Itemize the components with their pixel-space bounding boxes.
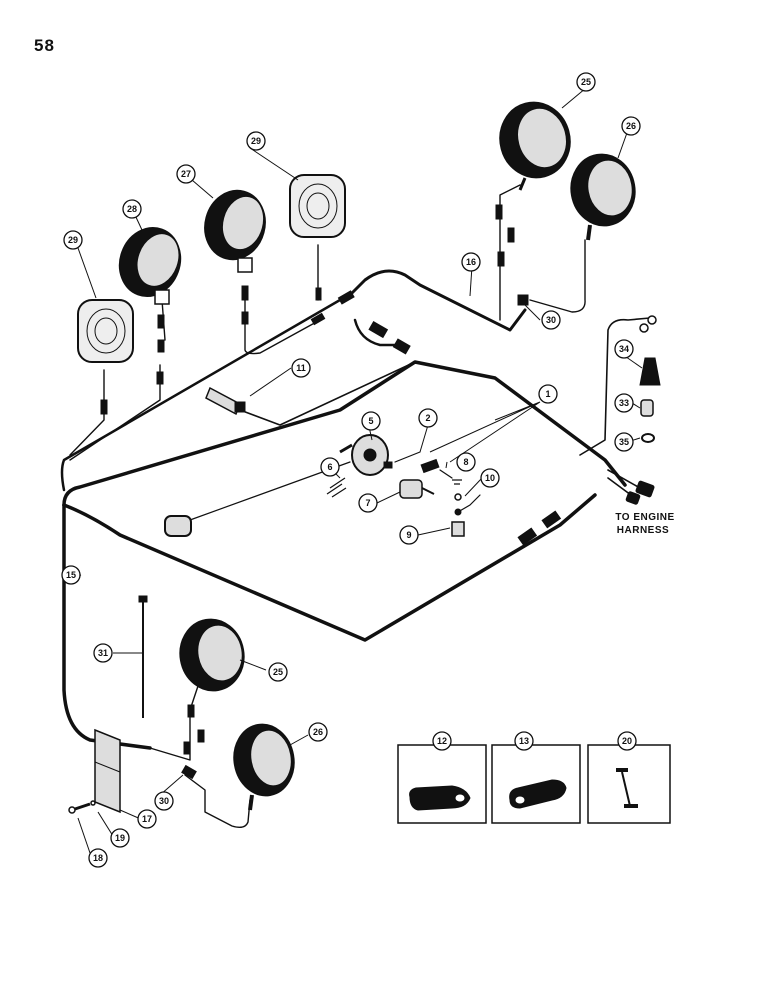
callout-number: 29 bbox=[68, 235, 78, 245]
callout-number: 34 bbox=[619, 344, 629, 354]
callout-30: 30 bbox=[541, 310, 561, 330]
lamp-rear-26 bbox=[570, 153, 636, 241]
callout-number: 13 bbox=[519, 736, 529, 746]
callout-17: 17 bbox=[137, 809, 157, 829]
callout-12: 12 bbox=[432, 731, 452, 751]
callout-16: 16 bbox=[461, 252, 481, 272]
part-11-switch bbox=[205, 386, 246, 416]
callout-7: 7 bbox=[358, 493, 378, 513]
callout-number: 2 bbox=[425, 413, 430, 423]
callout-number: 12 bbox=[437, 736, 447, 746]
callout-5: 5 bbox=[361, 411, 381, 431]
callout-number: 30 bbox=[546, 315, 556, 325]
part-5-light-switch bbox=[339, 434, 389, 476]
callout-number: 16 bbox=[466, 257, 476, 267]
callout-25: 25 bbox=[576, 72, 596, 92]
callout-number: 26 bbox=[313, 727, 323, 737]
callout-29: 29 bbox=[246, 131, 266, 151]
callout-13: 13 bbox=[514, 731, 534, 751]
callout-number: 19 bbox=[115, 833, 125, 843]
callout-number: 8 bbox=[463, 457, 468, 467]
part-6-knob-cable bbox=[164, 477, 347, 537]
callout-number: 11 bbox=[296, 363, 306, 373]
callout-20: 20 bbox=[617, 731, 637, 751]
callout-number: 15 bbox=[66, 570, 76, 580]
callout-number: 20 bbox=[622, 736, 632, 746]
warning-lamp-29-left bbox=[77, 299, 134, 363]
callout-number: 9 bbox=[406, 530, 411, 540]
callout-19: 19 bbox=[110, 828, 130, 848]
callout-number: 29 bbox=[251, 136, 261, 146]
page-number: 58 bbox=[34, 36, 55, 55]
callout-6: 6 bbox=[320, 457, 340, 477]
lamp-front-26 bbox=[233, 723, 295, 811]
callout-2: 2 bbox=[418, 408, 438, 428]
callout-number: 35 bbox=[619, 437, 629, 447]
lamp-rear-25 bbox=[499, 101, 571, 191]
warning-lamp-29-rear bbox=[289, 174, 346, 238]
callout-number: 30 bbox=[159, 796, 169, 806]
callout-number: 6 bbox=[327, 462, 332, 472]
parts-17-18-19-bracket bbox=[68, 728, 121, 814]
callout-number: 33 bbox=[619, 398, 629, 408]
callout-number: 10 bbox=[485, 473, 495, 483]
part-31-cable-tie bbox=[138, 595, 148, 718]
part-7-relay bbox=[399, 479, 435, 499]
callout-29: 29 bbox=[63, 230, 83, 250]
callout-number: 1 bbox=[545, 389, 550, 399]
callout-number: 25 bbox=[273, 667, 283, 677]
part-2-bulb bbox=[383, 461, 393, 469]
lamp-rear-27 bbox=[204, 189, 266, 273]
callout-18: 18 bbox=[88, 848, 108, 868]
inset-box-12 bbox=[397, 744, 487, 824]
callout-8: 8 bbox=[456, 452, 476, 472]
callout-number: 27 bbox=[181, 169, 191, 179]
engine-harness-note-line1: TO ENGINE bbox=[615, 512, 674, 523]
lamp-rear-28 bbox=[118, 227, 182, 305]
leader-lines bbox=[63, 87, 643, 854]
callout-10: 10 bbox=[480, 468, 500, 488]
engine-harness-note-line2: HARNESS bbox=[617, 525, 669, 536]
lamp-front-25 bbox=[179, 618, 245, 692]
callout-26: 26 bbox=[308, 722, 328, 742]
connectors bbox=[100, 204, 657, 780]
callout-15: 15 bbox=[61, 565, 81, 585]
callout-number: 28 bbox=[127, 204, 137, 214]
callout-26: 26 bbox=[621, 116, 641, 136]
parts-33-34-35 bbox=[639, 357, 661, 443]
callout-28: 28 bbox=[122, 199, 142, 219]
inset-box-20 bbox=[587, 744, 671, 824]
callout-number: 25 bbox=[581, 77, 591, 87]
callout-number: 5 bbox=[368, 416, 373, 426]
callout-9: 9 bbox=[399, 525, 419, 545]
callout-number: 7 bbox=[365, 498, 370, 508]
callout-1: 1 bbox=[538, 384, 558, 404]
callout-25: 25 bbox=[268, 662, 288, 682]
callout-34: 34 bbox=[614, 339, 634, 359]
callout-30: 30 bbox=[154, 791, 174, 811]
callout-33: 33 bbox=[614, 393, 634, 413]
callout-number: 18 bbox=[93, 853, 103, 863]
harness-wires bbox=[60, 184, 651, 829]
callout-31: 31 bbox=[93, 643, 113, 663]
part-8-flasher bbox=[420, 458, 462, 485]
callout-number: 31 bbox=[98, 648, 108, 658]
part-9-sender bbox=[451, 508, 465, 537]
callout-27: 27 bbox=[176, 164, 196, 184]
callout-35: 35 bbox=[614, 432, 634, 452]
callout-number: 26 bbox=[626, 121, 636, 131]
callout-11: 11 bbox=[291, 358, 311, 378]
part-10-washer bbox=[454, 493, 462, 501]
callout-number: 17 bbox=[142, 814, 152, 824]
inset-box-13 bbox=[491, 744, 581, 824]
